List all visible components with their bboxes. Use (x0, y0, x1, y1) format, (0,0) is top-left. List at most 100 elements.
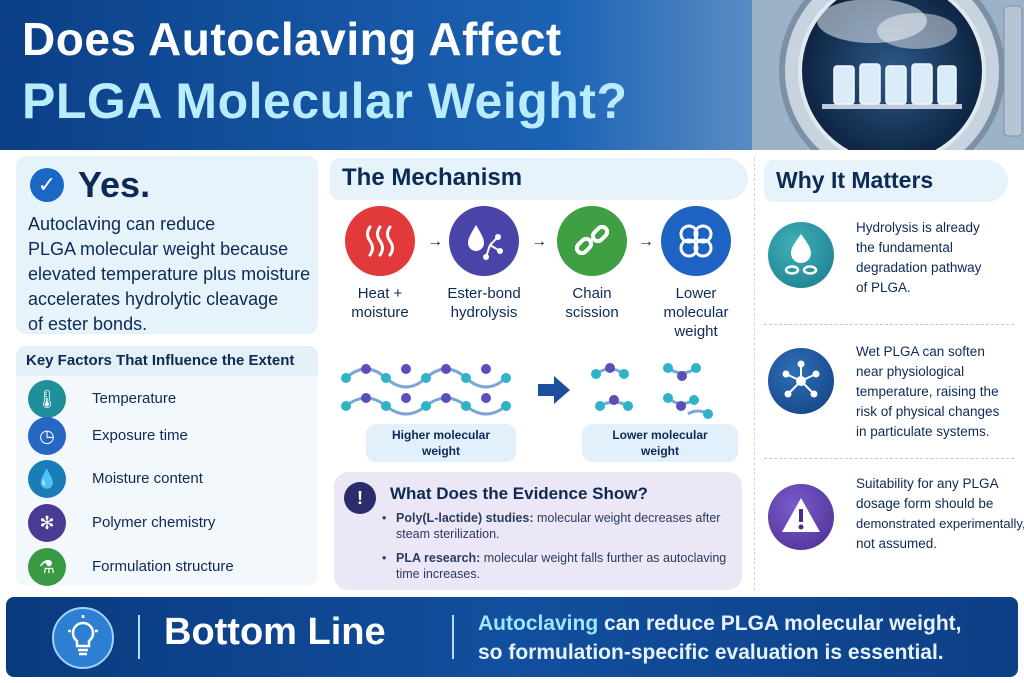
step-label: molecular (663, 304, 729, 321)
key-factors-card: Key Factors That Influence the Extent 🌡 … (16, 346, 318, 586)
autoclave-illustration (752, 0, 1024, 150)
why-line: of PLGA. (856, 280, 911, 295)
factor-item: ⚗ Formulation structure (28, 548, 313, 588)
step-label: Chain (572, 285, 612, 302)
higher-mw-label: Higher molecular weight (366, 424, 516, 462)
molecule-icon: ✻ (28, 504, 66, 542)
arrow-right-icon: → (638, 233, 654, 250)
broken-chain-icon (557, 206, 627, 276)
hydrolysis-chain-icon (768, 222, 834, 288)
why-line: Wet PLGA can soften (856, 344, 985, 359)
title-line-1: Does Autoclaving Affect (22, 13, 562, 65)
bottom-line-highlight: Autoclaving (478, 612, 599, 635)
mechanism-heading-bar: The Mechanism (330, 158, 748, 200)
why-line: near physiological (856, 364, 965, 379)
why-heading: Why It Matters (776, 167, 934, 193)
factor-label: Exposure time (92, 427, 188, 444)
evidence-source: Poly(L-lactide) studies: (396, 511, 534, 525)
title-line-2: PLGA Molecular Weight? (22, 73, 628, 129)
flask-icon: ⚗ (28, 548, 66, 586)
why-line: not assumed. (856, 536, 938, 551)
bottom-line-text-1: can reduce PLGA molecular weight, (598, 612, 962, 635)
step-label: Heat + (357, 285, 403, 302)
header-banner: Does Autoclaving Affect PLGA Molecular W… (0, 0, 1024, 150)
particle-network-icon (768, 348, 834, 414)
factor-label: Temperature (92, 390, 177, 407)
divider (764, 458, 1014, 459)
divider (452, 615, 454, 659)
factor-label: Moisture content (92, 470, 203, 487)
why-item: Wet PLGA can soften near physiological t… (764, 342, 1014, 452)
why-heading-bar: Why It Matters (764, 160, 1008, 202)
why-item: Hydrolysis is already the fundamental de… (764, 220, 1014, 312)
why-line: dosage form should be (856, 496, 994, 511)
lightbulb-icon (52, 607, 114, 669)
water-drop-icon: 💧 (28, 460, 66, 498)
answer-line: accelerates hydrolytic cleavage (28, 289, 279, 309)
divider (764, 324, 1014, 325)
mechanism-step: Heat + moisture (334, 206, 426, 322)
factor-item: ✻ Polymer chemistry (28, 504, 313, 544)
factor-item: 🌡 Temperature (28, 380, 313, 420)
polymer-chain-illustration (341, 363, 713, 419)
answer-line: PLGA molecular weight because (28, 239, 289, 259)
answer-card: ✓ Yes. Autoclaving can reduce PLGA molec… (16, 156, 318, 334)
clock-icon: ◷ (28, 417, 66, 455)
bottom-line-label: Bottom Line (164, 611, 386, 653)
lower-mw-label-line: Lower molecular (612, 428, 708, 442)
droplet-molecule-icon (449, 206, 519, 276)
step-label: moisture (351, 304, 409, 321)
why-line: the fundamental (856, 240, 953, 255)
why-line: degradation pathway (856, 260, 982, 275)
evidence-finding: molecular weight decreases after steam s… (396, 511, 721, 541)
key-factors-heading: Key Factors That Influence the Extent (16, 346, 318, 376)
answer-line: Autoclaving can reduce (28, 214, 216, 234)
mechanism-step: Chain scission (546, 206, 638, 322)
step-label: Lower (675, 285, 717, 302)
bottom-line-text-2: so formulation-specific evaluation is es… (478, 641, 944, 664)
mechanism-step: Ester-bond hydrolysis (438, 206, 530, 322)
answer-line: of ester bonds. (28, 314, 148, 334)
warning-icon (768, 484, 834, 550)
lower-mw-label-line: weight (641, 444, 679, 458)
divider (138, 615, 140, 659)
factor-label: Formulation structure (92, 558, 234, 575)
step-label: weight (674, 323, 718, 340)
factor-item: ◷ Exposure time (28, 417, 313, 457)
checkmark-icon: ✓ (30, 168, 64, 202)
mechanism-step: Lower molecular weight (650, 206, 742, 341)
why-text: Suitability for any PLGA dosage form sho… (856, 474, 1024, 554)
why-line: demonstrated experimentally, (856, 516, 1024, 531)
mechanism-heading: The Mechanism (342, 164, 523, 191)
why-line: Hydrolysis is already (856, 220, 980, 235)
warning-icon: ! (344, 482, 376, 514)
heat-waves-icon (345, 206, 415, 276)
higher-mw-label-line: weight (422, 444, 460, 458)
evidence-source: PLA research: (396, 551, 481, 565)
why-line: temperature, raising the (856, 384, 999, 399)
higher-mw-label-line: Higher molecular (391, 428, 491, 442)
column-divider (754, 158, 755, 590)
step-label: scission (565, 304, 619, 321)
why-text: Wet PLGA can soften near physiological t… (856, 342, 1016, 442)
why-line: risk of physical changes (856, 404, 1000, 419)
bottom-line-text: Autoclaving can reduce PLGA molecular we… (478, 609, 998, 667)
why-item: Suitability for any PLGA dosage form sho… (764, 476, 1024, 578)
factor-item: 💧 Moisture content (28, 460, 313, 500)
evidence-item: Poly(L-lactide) studies: molecular weigh… (382, 510, 732, 542)
evidence-heading: What Does the Evidence Show? (390, 484, 648, 503)
thermometer-icon: 🌡 (28, 380, 66, 418)
bottom-line-banner: Bottom Line Autoclaving can reduce PLGA … (6, 597, 1018, 677)
answer-verdict: Yes. (78, 164, 151, 205)
factor-label: Polymer chemistry (92, 514, 216, 531)
step-label: Ester-bond (447, 285, 521, 302)
answer-body: Autoclaving can reduce PLGA molecular we… (28, 212, 318, 337)
why-line: Suitability for any PLGA (856, 476, 999, 491)
evidence-list: Poly(L-lactide) studies: molecular weigh… (382, 510, 732, 590)
step-label: hydrolysis (450, 304, 518, 321)
fragments-icon (661, 206, 731, 276)
arrow-right-icon: → (427, 233, 443, 250)
why-text: Hydrolysis is already the fundamental de… (856, 218, 1016, 298)
evidence-card: ! What Does the Evidence Show? Poly(L-la… (334, 472, 742, 590)
lower-mw-label: Lower molecular weight (582, 424, 738, 462)
